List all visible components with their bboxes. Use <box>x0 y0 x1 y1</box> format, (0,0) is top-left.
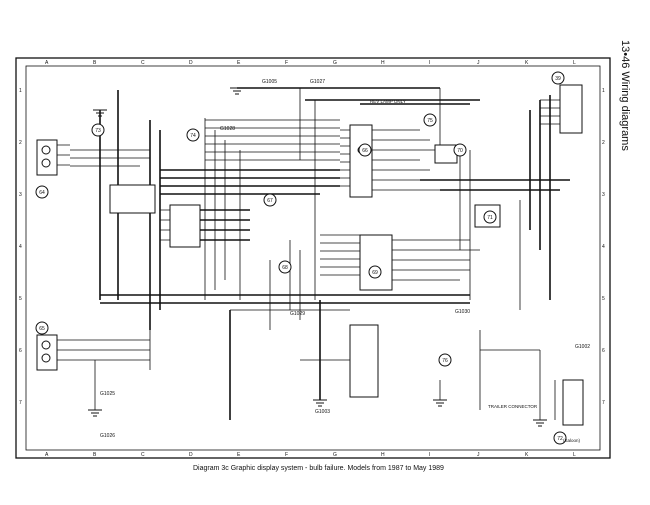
grid-row-1-left: 1 <box>19 88 22 94</box>
diagram-inner-frame <box>25 65 601 451</box>
component-marker-circle <box>186 128 200 142</box>
grid-row-1-right: 1 <box>602 88 605 94</box>
connector-block <box>169 204 201 248</box>
component-marker-label: 67 <box>267 198 273 204</box>
grid-column-g-bottom: G <box>333 452 337 458</box>
grid-row-3-left: 3 <box>19 192 22 198</box>
grid-column-h-top: H <box>381 60 385 66</box>
component-marker-label: 71 <box>487 215 493 221</box>
grid-column-e-bottom: E <box>237 452 241 458</box>
grid-column-a-bottom: A <box>45 452 49 458</box>
component-marker-circle <box>278 260 292 274</box>
grid-column-h-bottom: H <box>381 452 385 458</box>
grid-row-3-right: 3 <box>602 192 605 198</box>
ground-label-g1003: G1003 <box>315 409 330 415</box>
grid-column-e-top: E <box>237 60 241 66</box>
grid-column-i-top: I <box>429 60 430 66</box>
grid-row-6-right: 6 <box>602 348 605 354</box>
control-module-upper <box>349 124 373 198</box>
component-marker-label: 72 <box>557 436 563 442</box>
component-marker-label: 73 <box>95 128 101 134</box>
component-marker-circle <box>91 123 105 137</box>
ground-label-g1027: G1027 <box>310 79 325 85</box>
note-saloon: (Saloon) <box>563 438 581 443</box>
component-marker-circle <box>35 321 49 335</box>
grid-column-b-top: B <box>93 60 97 66</box>
ground-label-g1025: G1025 <box>100 391 115 397</box>
component-marker-label: 74 <box>190 133 196 139</box>
grid-column-d-bottom: D <box>189 452 193 458</box>
grid-column-l-bottom: L <box>573 452 576 458</box>
grid-column-l-top: L <box>573 60 576 66</box>
component-marker-label: 75 <box>427 118 433 124</box>
grid-row-4-right: 4 <box>602 244 605 250</box>
grid-column-d-top: D <box>189 60 193 66</box>
display-module <box>349 324 379 398</box>
component-marker-circle <box>35 185 49 199</box>
wiring-harness <box>55 87 580 420</box>
relay-block <box>109 184 156 214</box>
grid-column-a-top: A <box>45 60 49 66</box>
component-marker-circle <box>551 71 565 85</box>
grid-column-j-bottom: J <box>477 452 480 458</box>
grid-column-i-bottom: I <box>429 452 430 458</box>
lamp-unit-lower-left <box>36 334 58 371</box>
component-marker-circle <box>438 353 452 367</box>
component-marker-label: 64 <box>39 190 45 196</box>
component-marker-label: 66 <box>362 148 368 154</box>
grid-row-7-right: 7 <box>602 400 605 406</box>
grid-column-f-top: F <box>285 60 288 66</box>
grid-column-k-top: K <box>525 60 529 66</box>
grid-row-6-left: 6 <box>19 348 22 354</box>
component-marker-circle <box>368 265 382 279</box>
lamp-unit-upper-left <box>36 139 58 176</box>
ground-label-g1005: G1005 <box>262 79 277 85</box>
grid-row-5-left: 5 <box>19 296 22 302</box>
component-marker-circle <box>553 431 567 445</box>
component-marker-label: 69 <box>372 270 378 276</box>
note-rev-lamp: REV LAMP ONLY <box>370 99 406 104</box>
diagram-caption: Diagram 3c Graphic display system - bulb… <box>193 465 444 472</box>
lamp-cluster-bottom-right <box>562 379 584 426</box>
component-marker-circle <box>263 193 277 207</box>
grid-row-5-right: 5 <box>602 296 605 302</box>
grid-row-2-right: 2 <box>602 140 605 146</box>
component-marker-label: 70 <box>457 148 463 154</box>
grid-column-g-top: G <box>333 60 337 66</box>
component-marker-label: 65 <box>39 326 45 332</box>
grid-column-j-top: J <box>477 60 480 66</box>
grid-column-f-bottom: F <box>285 452 288 458</box>
grid-column-k-bottom: K <box>525 452 529 458</box>
grid-column-c-top: C <box>141 60 145 66</box>
component-marker-label: 68 <box>282 265 288 271</box>
component-marker-circle <box>423 113 437 127</box>
component-marker-label: 76 <box>442 358 448 364</box>
ground-label-g1028: G1028 <box>220 126 235 132</box>
page-header: 13•46 Wiring diagrams <box>619 40 631 151</box>
grid-column-labels: A A B B C C D D E E F F G G H H I I J J K K L L <box>45 60 576 458</box>
lamp-cluster-right <box>559 84 583 134</box>
ground-label-g1002: G1002 <box>575 344 590 350</box>
ground-label-g1029: G1029 <box>290 311 305 317</box>
note-trailer-connector: TRAILER CONNECTOR <box>488 404 538 409</box>
component-marker-circle <box>483 210 497 224</box>
sensor-unit <box>434 144 458 164</box>
diagram-frame <box>15 57 611 459</box>
grid-row-2-left: 2 <box>19 140 22 146</box>
grid-column-b-bottom: B <box>93 452 97 458</box>
component-marker-label: 39 <box>555 76 561 82</box>
component-marker-circle <box>453 143 467 157</box>
component-marker-circle <box>358 143 372 157</box>
grid-row-7-left: 7 <box>19 400 22 406</box>
control-module-lower <box>359 234 393 291</box>
ground-symbols <box>88 87 547 427</box>
grid-column-c-bottom: C <box>141 452 145 458</box>
grid-row-4-left: 4 <box>19 244 22 250</box>
ground-label-g1030: G1030 <box>455 309 470 315</box>
ground-label-g1026: G1026 <box>100 433 115 439</box>
component-markers: 39 64 65 66 67 68 69 70 71 72 73 74 75 76 <box>35 71 567 445</box>
